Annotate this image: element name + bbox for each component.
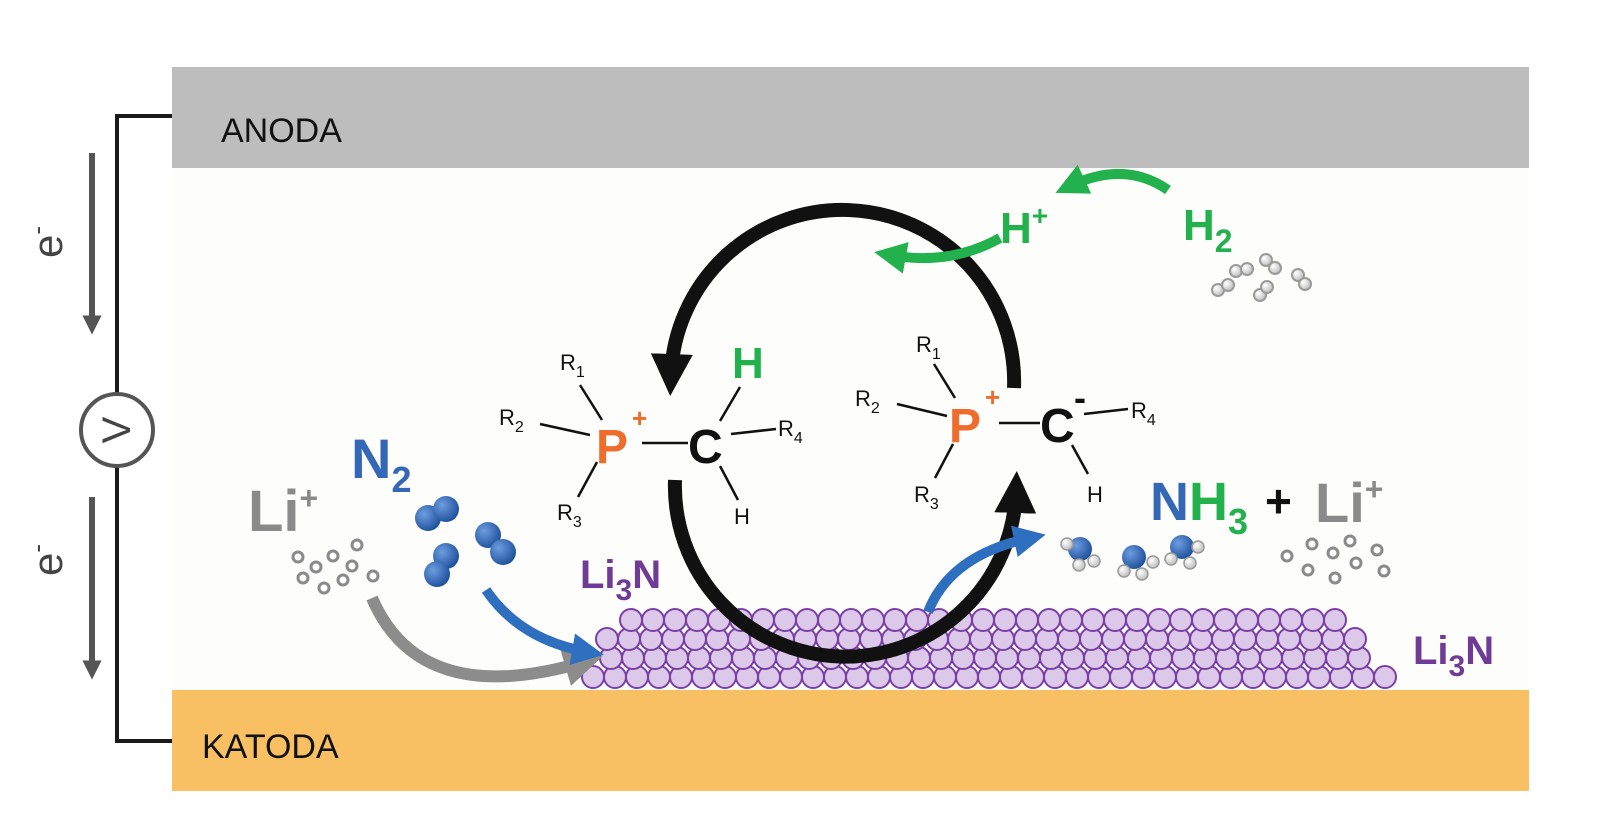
ammonia-release-arrow bbox=[923, 525, 1046, 614]
svg-text:-: - bbox=[1074, 377, 1086, 418]
lithium-nitride-particle bbox=[1015, 608, 1039, 632]
lithium-nitride-particle bbox=[861, 608, 885, 632]
cathode-label: KATODA bbox=[202, 728, 339, 766]
lithium-deposition-arrow bbox=[366, 595, 603, 686]
svg-text:R2: R2 bbox=[499, 405, 524, 436]
electron-label-top: e- bbox=[22, 226, 71, 258]
hydrogen-molecules bbox=[1211, 253, 1312, 302]
ammonia-molecules bbox=[1060, 535, 1205, 581]
lithium-nitride-label-left: Li3N bbox=[580, 553, 661, 607]
lithium-nitride-particle bbox=[663, 608, 687, 632]
voltmeter-symbol: V bbox=[95, 416, 139, 443]
lithium-nitride-particle bbox=[993, 608, 1017, 632]
svg-text:R1: R1 bbox=[560, 350, 585, 381]
lithium-nitride-particle bbox=[971, 608, 995, 632]
plus-sign: + bbox=[1265, 475, 1292, 527]
lithium-ion-dots-right bbox=[1280, 534, 1391, 585]
svg-text:H: H bbox=[732, 339, 764, 388]
svg-text:e-: e- bbox=[22, 226, 71, 258]
svg-text:P: P bbox=[949, 400, 981, 453]
proton-label: H+ bbox=[1000, 200, 1048, 253]
lithium-nitride-particle bbox=[1279, 608, 1303, 632]
lithium-nitride-particle bbox=[795, 608, 819, 632]
ammonia-label: NH3 bbox=[1150, 472, 1248, 542]
svg-text:R1: R1 bbox=[916, 332, 941, 363]
lithium-nitride-label-right: Li3N bbox=[1413, 629, 1494, 683]
hydrogen-oxidation-arrow bbox=[1055, 164, 1171, 195]
lithium-nitride-particle bbox=[905, 608, 929, 632]
lithium-nitride-particle bbox=[581, 665, 605, 689]
lithium-nitride-particle bbox=[1301, 608, 1325, 632]
circuit-wire bbox=[115, 114, 172, 743]
lithium-nitride-particle bbox=[641, 608, 665, 632]
electrolyte-region bbox=[172, 168, 1529, 690]
lithium-nitride-particle bbox=[1103, 608, 1127, 632]
lithium-nitride-particle bbox=[1213, 608, 1237, 632]
svg-text:H: H bbox=[734, 504, 750, 529]
lithium-nitride-particle bbox=[619, 608, 643, 632]
lithium-nitride-particle bbox=[839, 608, 863, 632]
svg-text:P: P bbox=[596, 421, 628, 474]
nitrogen-molecules bbox=[415, 496, 516, 587]
lithium-nitride-particle bbox=[1037, 608, 1061, 632]
cycle-arc-top bbox=[650, 202, 1022, 396]
lithium-nitride-particle bbox=[1373, 665, 1397, 689]
svg-text:R4: R4 bbox=[1131, 398, 1156, 429]
svg-text:R2: R2 bbox=[855, 386, 880, 417]
svg-text:R3: R3 bbox=[914, 482, 939, 513]
lithium-nitride-particle bbox=[1169, 608, 1193, 632]
hydrogen-gas-label: H2 bbox=[1183, 201, 1233, 259]
lithium-nitride-particle bbox=[883, 608, 907, 632]
svg-text:C: C bbox=[1040, 400, 1075, 453]
lithium-ion-label-left: Li+ bbox=[248, 479, 318, 544]
proton-transfer-arrow bbox=[874, 233, 1003, 274]
nitrogen-label: N2 bbox=[351, 427, 411, 500]
lithium-nitride-particle bbox=[685, 608, 709, 632]
cathode-bar bbox=[172, 690, 1529, 791]
nitrogen-reaction-arrow bbox=[481, 587, 604, 665]
cycle-arc-bottom bbox=[667, 471, 1037, 664]
ylide-structure: P + C - H R1 R2 R3 R4 bbox=[855, 332, 1156, 513]
lithium-ion-dots-left bbox=[291, 538, 380, 595]
svg-text:+: + bbox=[985, 382, 1000, 412]
svg-text:R3: R3 bbox=[557, 500, 582, 531]
lithium-nitride-particle bbox=[1059, 608, 1083, 632]
lithium-nitride-particle bbox=[817, 608, 841, 632]
anode-bar bbox=[172, 67, 1529, 168]
lithium-nitride-particle bbox=[1257, 608, 1281, 632]
lithium-nitride-particle bbox=[1125, 608, 1149, 632]
lithium-nitride-particle bbox=[1147, 608, 1171, 632]
svg-text:R4: R4 bbox=[778, 416, 803, 447]
lithium-nitride-particle bbox=[1323, 608, 1347, 632]
voltmeter: V bbox=[79, 392, 155, 468]
electron-label-bottom: e- bbox=[22, 544, 71, 576]
lithium-nitride-pile bbox=[581, 608, 1397, 689]
svg-text:H: H bbox=[1087, 482, 1103, 507]
phosphonium-structure: P + C H H R1 R2 R3 R4 bbox=[499, 339, 803, 531]
anode-label: ANODA bbox=[221, 112, 342, 150]
svg-text:C: C bbox=[688, 421, 723, 474]
lithium-nitride-particle bbox=[773, 608, 797, 632]
lithium-ion-label-right: Li+ bbox=[1315, 471, 1383, 534]
svg-text:+: + bbox=[632, 403, 647, 433]
lithium-nitride-particle bbox=[595, 627, 619, 651]
svg-text:e-: e- bbox=[22, 544, 71, 576]
lithium-nitride-particle bbox=[1081, 608, 1105, 632]
lithium-nitride-particle bbox=[1191, 608, 1215, 632]
lithium-nitride-particle bbox=[1343, 627, 1367, 651]
lithium-nitride-particle bbox=[1235, 608, 1259, 632]
